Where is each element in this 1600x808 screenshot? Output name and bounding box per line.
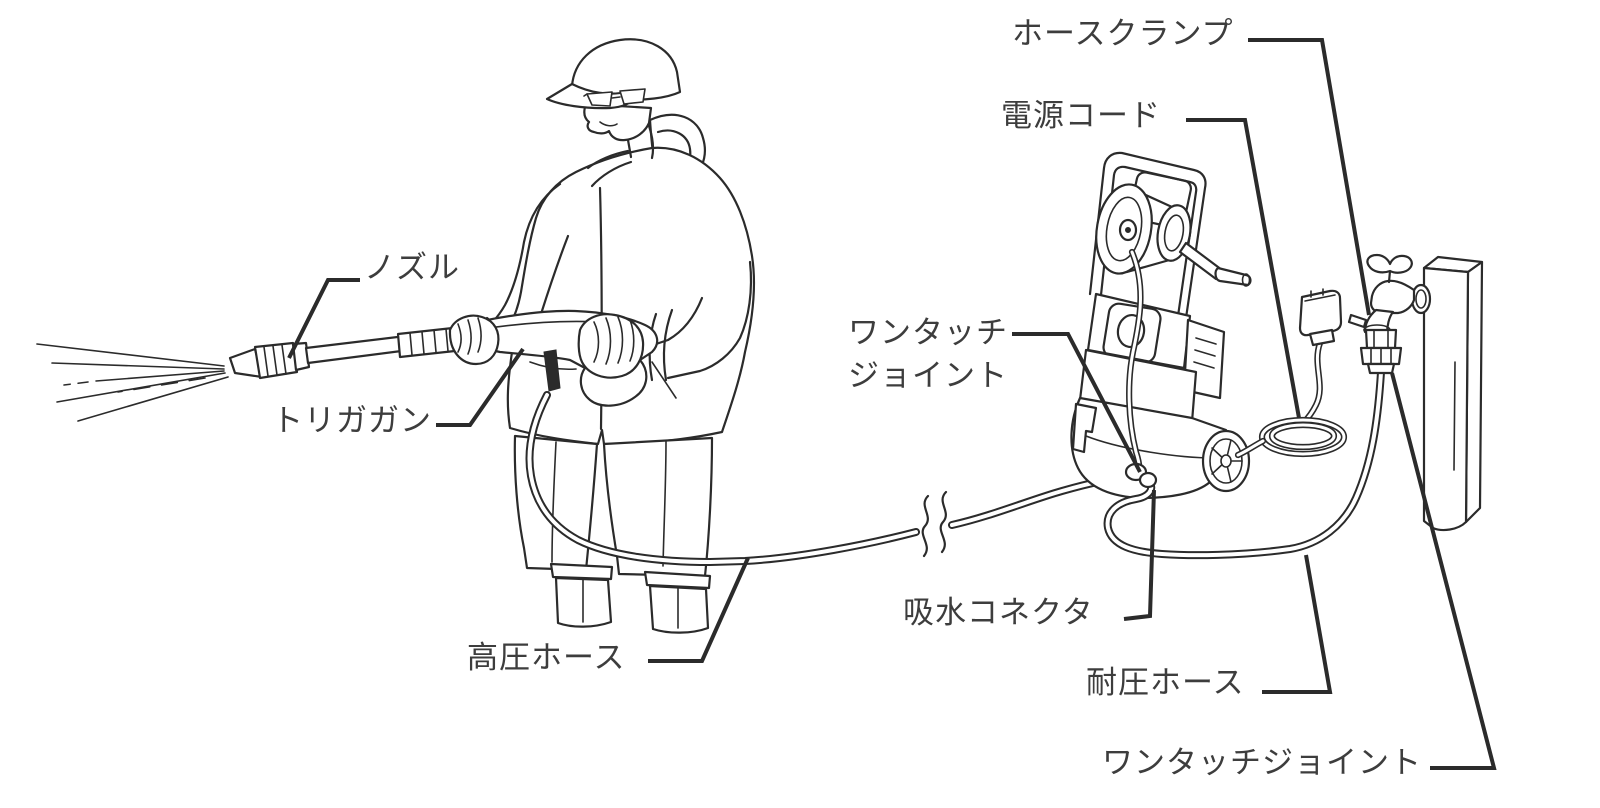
pressure-washer-machine: [1070, 151, 1252, 500]
water-post: [1422, 255, 1484, 532]
leader-hose-clamp: [1248, 38, 1371, 316]
label-high-pressure-hose: 高圧ホース: [467, 640, 626, 676]
label-nozzle: ノズル: [364, 250, 460, 286]
power-plug: [1298, 288, 1343, 347]
label-power-cord: 電源コード: [1001, 98, 1161, 134]
label-one-touch-joint-machine-line1: ワンタッチ: [848, 315, 1008, 351]
label-hose-clamp: ホースクランプ: [1012, 16, 1234, 52]
water-suction-connector-drawing: [1124, 462, 1158, 489]
leader-joint-faucet: [1390, 372, 1497, 770]
leader-pressure-hose: [1262, 554, 1333, 694]
pressure-resistant-hose-drawing: [1103, 368, 1385, 560]
reel-crank-handle: [1178, 241, 1252, 287]
leader-trigger-gun: [436, 347, 525, 427]
faucet-handle: [1366, 253, 1413, 274]
hose-reel: [1095, 183, 1192, 275]
safety-glasses: [583, 88, 646, 107]
leader-suction-connector: [1123, 489, 1156, 621]
nozzle-ribs: [253, 341, 299, 380]
face-profile: [583, 102, 653, 142]
boots: [549, 562, 712, 634]
faucet-stem: [1387, 269, 1392, 284]
leader-joint-machine: [1012, 332, 1142, 473]
hose-break-mark: [921, 490, 948, 558]
label-one-touch-joint-machine-line2: ジョイント: [848, 358, 1008, 394]
label-pressure-resistant-hose: 耐圧ホース: [1086, 665, 1245, 701]
trigger: [543, 349, 561, 392]
one-touch-joint-drawing: [1359, 328, 1403, 375]
label-one-touch-joint-machine: ワンタッチ ジョイント: [826, 312, 1008, 398]
leader-nozzle: [287, 278, 360, 359]
faucet-drawing: [1347, 253, 1432, 375]
leader-high-pressure-hose: [648, 557, 750, 663]
reel-hose: [1126, 248, 1144, 476]
label-trigger-gun: トリガガン: [272, 403, 432, 439]
nozzle-and-lance: [228, 325, 466, 380]
leader-lines: [287, 38, 1497, 770]
rear-hand: [577, 313, 645, 379]
water-spray-lines: [36, 343, 229, 422]
machine-handle-frame: [1088, 151, 1207, 320]
power-cord-drawing: [1234, 288, 1348, 459]
faucet-body: [1369, 279, 1416, 315]
trigger-gun-drawing: [448, 309, 659, 407]
label-water-suction-connector: 吸水コネクタ: [903, 595, 1094, 631]
label-one-touch-joint-faucet: ワンタッチジョイント: [1102, 745, 1422, 781]
operator-head: [545, 38, 682, 160]
jacket: [476, 146, 756, 446]
front-hand: [448, 314, 500, 366]
machine-wheel: [1201, 429, 1251, 493]
leader-power-cord: [1186, 118, 1301, 419]
